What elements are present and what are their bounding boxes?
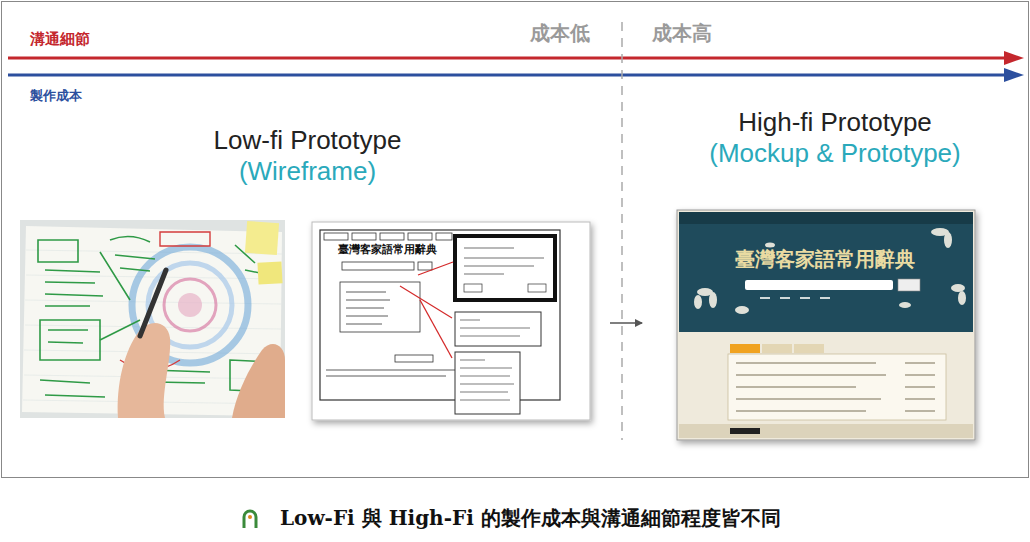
cost-arrow (8, 74, 1008, 77)
divider (621, 22, 623, 440)
detail-arrow (8, 57, 1008, 60)
axis-label: 製作成本 (30, 88, 82, 104)
caption: Low-Fi 與 High-Fi 的製作成本與溝通細節程度皆不同 (280, 506, 781, 530)
panel-heading: Low-fi Prototype (15, 125, 600, 156)
cost-arrowhead (1004, 68, 1024, 82)
cost-low-label: 成本低 (530, 21, 590, 45)
mockup-title: 臺灣客家語常用辭典 (735, 247, 915, 271)
cost-high-label: 成本高 (652, 21, 712, 45)
panel-heading: High-fi Prototype (660, 107, 1010, 138)
wireframe-title: 臺灣客家語常用辭典 (338, 243, 437, 256)
wireframe (312, 222, 590, 420)
frame (2, 2, 1029, 478)
flow-arrow (610, 322, 642, 324)
detail-arrowhead (1004, 51, 1024, 65)
caption-icon (244, 511, 256, 528)
panel-subheading: (Mockup & Prototype) (660, 138, 1010, 169)
axis-label: 溝通細節 (30, 30, 90, 48)
mockup (677, 210, 975, 440)
prototype-panel: High-fi Prototype(Mockup & Prototype) (660, 100, 1010, 445)
prototype-panel: Low-fi Prototype(Wireframe) (15, 118, 600, 423)
sketch-photo (20, 220, 285, 418)
panel-subheading: (Wireframe) (15, 156, 600, 187)
